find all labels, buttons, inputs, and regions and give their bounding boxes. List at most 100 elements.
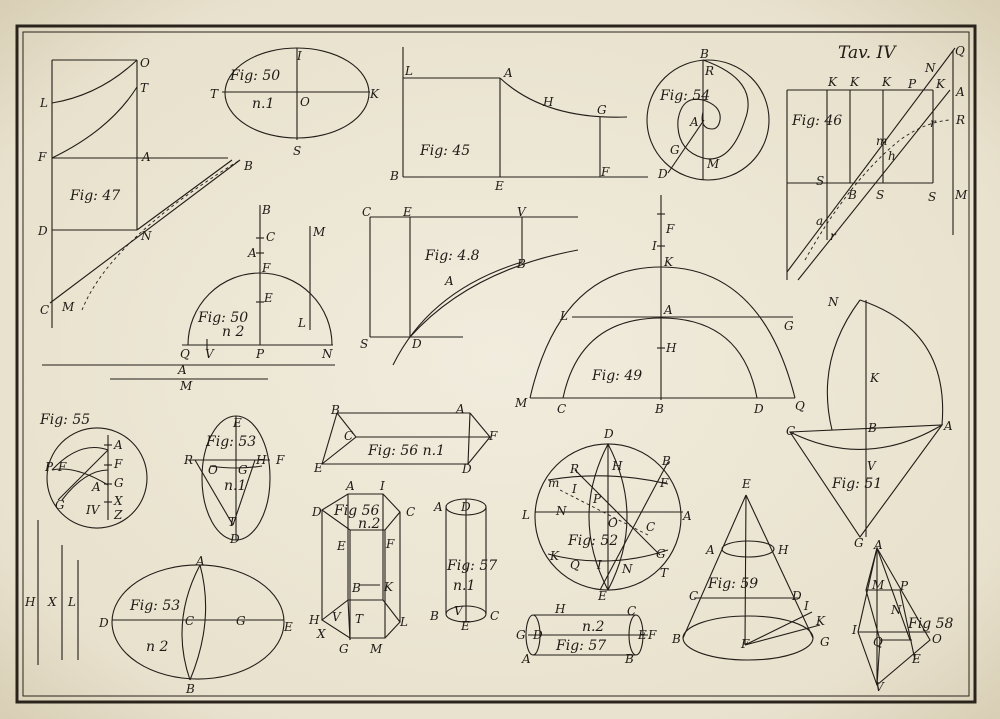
point-label: A (177, 363, 187, 377)
figure-caption: Fig: 55 (39, 412, 90, 428)
point-label: I (851, 623, 857, 637)
point-label: V (517, 205, 527, 219)
fig56n2-line (347, 599, 351, 641)
point-label: I (571, 482, 577, 496)
fig59-line (745, 494, 814, 639)
fig58-line (876, 639, 881, 686)
point-label: E (283, 620, 293, 634)
point-label: S (876, 188, 884, 202)
point-label: B (351, 581, 361, 595)
point-label: I (651, 239, 657, 253)
fig51-line (859, 299, 944, 426)
point-label: H (554, 602, 566, 616)
figure-caption: Fig: 59 (707, 576, 758, 592)
figure-caption: n.1 (224, 478, 246, 494)
point-label: K (935, 77, 946, 91)
point-label: O (608, 516, 618, 530)
fig53n1-line (201, 415, 271, 541)
fig59-line (744, 494, 747, 646)
point-label: L (559, 309, 568, 323)
point-label: V (332, 610, 342, 624)
figure-caption: Fig: 56 n.1 (367, 443, 445, 459)
point-label: M (61, 300, 75, 314)
point-label: G (784, 319, 794, 333)
fig54-line (667, 119, 705, 174)
point-label: G (820, 635, 830, 649)
point-label: N (924, 61, 936, 75)
point-label: E (911, 652, 921, 666)
point-label: T (228, 515, 237, 529)
fig48-line (409, 249, 579, 338)
point-label: F (665, 222, 675, 236)
point-label: Q (955, 44, 965, 58)
fig55-line (51, 468, 109, 486)
point-label: R (704, 64, 714, 78)
point-label: X (113, 494, 123, 508)
point-label: E (597, 589, 607, 603)
point-label: A (113, 438, 123, 452)
point-label: T (355, 612, 364, 626)
fig52-line (574, 469, 661, 556)
point-label: D (791, 589, 802, 603)
point-label: K (869, 371, 880, 385)
point-label: K (815, 614, 826, 628)
point-label: L (404, 64, 413, 78)
point-label: O (300, 95, 310, 109)
figure-caption: Fig: 50 (197, 310, 248, 326)
point-label: B (389, 169, 399, 183)
point-label: I (296, 49, 302, 63)
fig59-line (682, 494, 747, 639)
point-label: L (67, 595, 76, 609)
fig53n1-line (194, 459, 234, 526)
point-label: H (542, 95, 554, 109)
point-label: T (660, 566, 669, 580)
point-label: B (699, 47, 709, 61)
point-label: B (516, 257, 526, 271)
point-label: H (308, 613, 320, 627)
point-label: O (140, 56, 150, 70)
point-label: G (339, 642, 349, 656)
point-label: E (336, 539, 346, 553)
fig52-line (547, 549, 669, 562)
point-label: A (521, 652, 531, 666)
plate-border-outer (15, 24, 977, 704)
point-label: A (943, 419, 953, 433)
point-label: H (255, 453, 267, 467)
point-label: E (313, 461, 323, 475)
fig49-line (529, 266, 796, 399)
point-label: S (816, 174, 824, 188)
point-label: S (928, 190, 936, 204)
point-label: A (91, 480, 101, 494)
point-label: E (402, 205, 412, 219)
fig56n1-line (321, 412, 338, 465)
point-label: D (460, 500, 471, 514)
point-label: m (548, 476, 559, 490)
point-label: S (360, 337, 368, 351)
fig58-line (876, 547, 911, 641)
point-label: T (140, 81, 149, 95)
fig58-line (865, 547, 912, 641)
point-label: M (312, 225, 326, 239)
fig49-line (562, 317, 758, 399)
point-label: A (195, 554, 205, 568)
fig53n1-line (232, 459, 256, 526)
point-label: E (494, 179, 504, 193)
fig59-line (744, 611, 813, 646)
fig52-line (534, 443, 682, 591)
point-label: H (777, 543, 789, 557)
fig52-line (547, 475, 669, 485)
fig58-line (899, 589, 916, 661)
fig55-line (51, 446, 109, 471)
point-label: K (663, 255, 674, 269)
point-label: A (345, 479, 355, 493)
fig46-line (786, 47, 956, 273)
point-label: G (516, 628, 526, 642)
